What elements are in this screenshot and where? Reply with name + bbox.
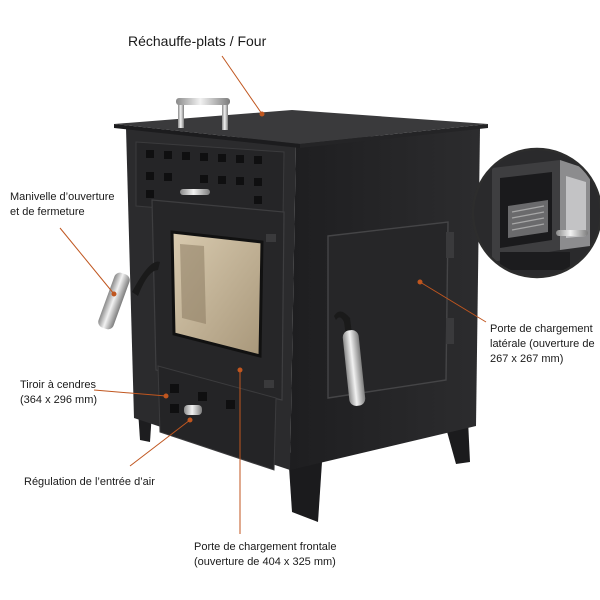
label-front-door-line2: (ouverture de 404 x 325 mm) [194,556,336,568]
label-front-door-line1: Porte de chargement frontale [194,541,337,553]
side-door-hinge-top [446,232,454,258]
warmer-vent-holes [146,150,262,204]
side-loading-door [327,221,449,399]
leader-lines [59,55,487,534]
warmer-knob [180,189,210,195]
label-ash-drawer: Tiroir à cendres (364 x 296 mm) [20,378,97,408]
label-warmer-text: Réchauffe-plats / Four [128,33,267,49]
side-door-hinge-bottom [446,318,454,344]
top-handle [176,98,230,130]
label-air-intake: Régulation de l’entrée d’air [24,475,155,490]
label-air-text: Régulation de l’entrée d’air [24,476,155,488]
label-front-loading-door: Porte de chargement frontale (ouverture … [194,540,336,570]
label-side-door-line3: 267 x 267 mm) [490,353,564,365]
label-ash-line2: (364 x 296 mm) [20,394,98,406]
door-hinge-top [266,234,276,242]
label-crank-line2: et de fermeture [10,206,85,218]
label-side-door-line2: latérale (ouverture de [490,338,595,350]
crank-handle [98,261,160,330]
door-hinge-bottom [264,380,274,388]
label-crank-handle: Manivelle d’ouverture et de fermeture [10,190,115,220]
label-crank-line1: Manivelle d’ouverture [10,191,115,203]
side-door-detail-inset [471,147,600,279]
air-intake-knob [184,405,202,415]
ash-drawer-vents [170,384,235,413]
label-warmer-oven: Réchauffe-plats / Four [128,34,266,49]
label-side-door-line1: Porte de chargement [490,323,593,335]
ash-drawer [157,365,277,471]
stove-top-plate [114,110,488,144]
label-side-loading-door: Porte de chargement latérale (ouverture … [490,322,595,367]
label-ash-line1: Tiroir à cendres [20,379,97,391]
side-door-handle [334,311,366,406]
